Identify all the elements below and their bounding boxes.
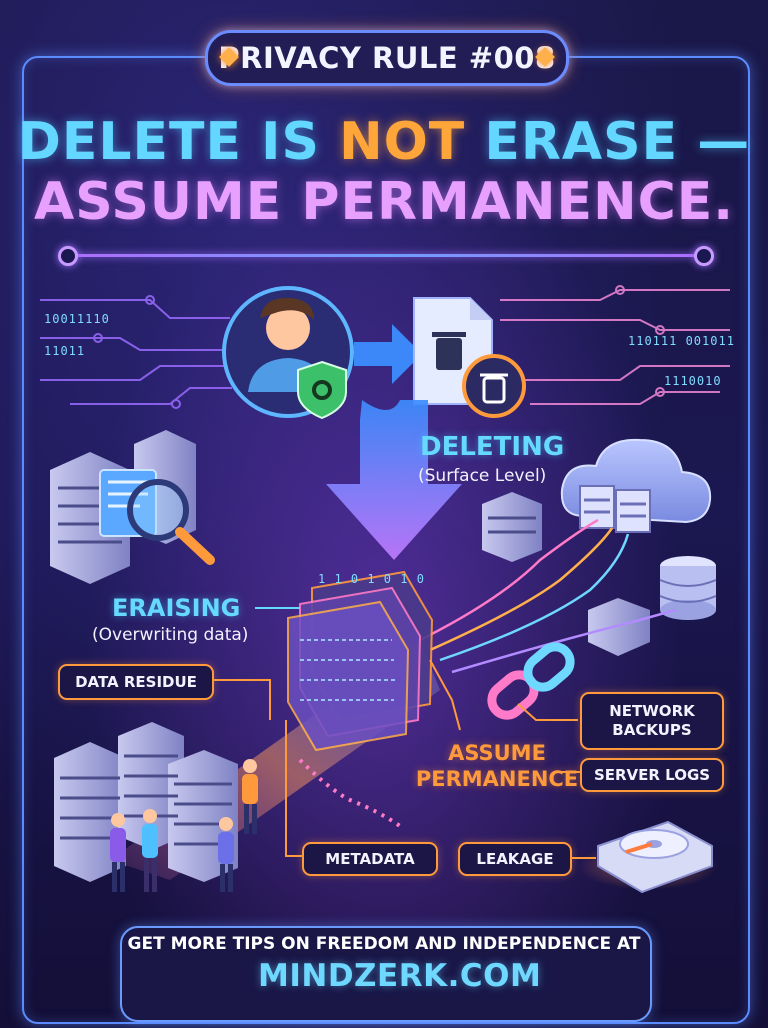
chain-link-icon [487,642,575,720]
divider [64,254,704,257]
rule-badge: PRIVACY RULE #008 [205,30,569,86]
tag-server-logs: SERVER LOGS [580,758,724,792]
headline-part: ERASE — [465,112,751,172]
deleting-label: DELETING [420,432,565,462]
magnifier-icon [127,479,215,565]
footer-site-link[interactable]: MINDZERK.COM [258,958,542,994]
divider-dot [58,246,78,266]
data-trail [298,758,402,828]
headline-line-2: ASSUME PERMANENCE. [33,172,735,232]
erasing-sublabel: (Overwriting data) [92,625,249,645]
tag-data-residue: DATA RESIDUE [58,664,214,700]
circuit-right [500,285,730,405]
server-rack-icon [482,485,651,656]
binary-text: 11011 [44,344,86,358]
tag-network-backups: NETWORK BACKUPS [580,692,724,750]
server-rack-icon [54,722,238,882]
tag-leakage: LEAKAGE [458,842,572,876]
tag-metadata: METADATA [302,842,438,876]
binary-text: 110111 001011 [628,334,735,348]
headline-part: DELETE IS [17,112,340,172]
leader-lines [210,659,596,859]
trash-icon [462,354,526,418]
deleting-sublabel: (Surface Level) [418,466,547,486]
circuit-left [40,295,232,409]
document-stack-icon [287,570,434,752]
footer-panel [120,926,652,1022]
database-icon [659,556,717,620]
headline-line-1: DELETE IS NOT ERASE — [0,112,768,172]
assume-permanence-label: ASSUME PERMANENCE [415,741,579,791]
footer-tip: GET MORE TIPS ON FREEDOM AND INDEPENDENC… [127,934,641,954]
shield-gear-icon [297,360,347,420]
rule-badge-label: PRIVACY RULE #008 [218,41,556,75]
connection-lines [419,518,677,674]
hard-drive-icon [578,820,718,894]
down-arrow-icon [326,400,462,560]
headline-emphasis: NOT [339,112,466,172]
right-arrow-icon [354,324,422,384]
binary-text: 10011110 [44,312,110,326]
people-figures [110,759,258,892]
erasing-label: ERAISING [112,594,241,622]
binary-text: 1 1 0 1 0 1 0 [318,572,425,586]
binary-text: 1110010 [664,374,722,388]
divider-dot [694,246,714,266]
